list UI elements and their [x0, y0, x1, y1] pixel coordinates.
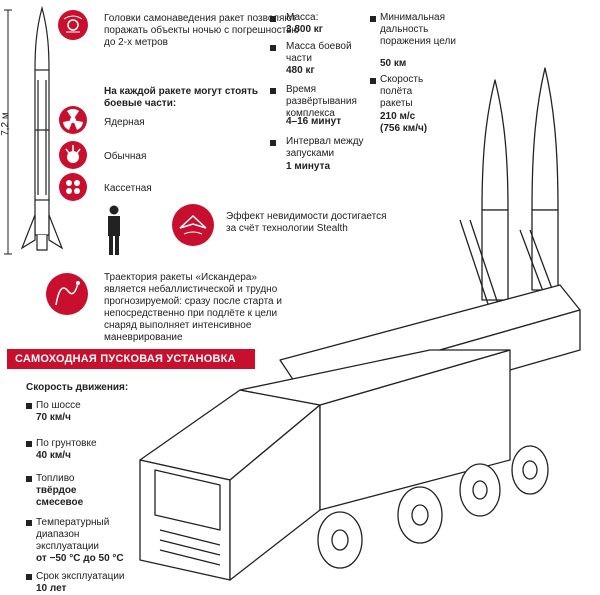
spec-mass-value: 3 800 кг — [286, 24, 323, 35]
spec-warhead-mass-value: 480 кг — [286, 65, 315, 76]
bullet — [370, 78, 376, 84]
bullet — [270, 88, 276, 94]
launcher-vehicle-illustration — [139, 67, 581, 581]
bullet — [270, 140, 276, 146]
bullet — [26, 403, 32, 409]
bullet — [270, 45, 276, 51]
length-dimension-line — [4, 9, 12, 255]
dirt-label: По грунтовке — [36, 438, 97, 449]
temp-value: от −50 °С до 50 °С — [36, 553, 124, 564]
spec-interval-label: Интервал между запусками — [286, 136, 364, 159]
spec-speed-label: Скорость полёта ракеты — [380, 74, 424, 109]
dirt-value: 40 км/ч — [36, 450, 71, 461]
spec-range-label: Минимальная дальность поражения цели — [380, 12, 456, 47]
warhead-label-conventional: Обычная — [104, 151, 147, 162]
guidance-text: Головки самонаведения ракет позволяют по… — [104, 13, 299, 48]
person-icon — [108, 205, 120, 255]
spec-deploy-label: Время развёртывания комплекса — [286, 84, 357, 119]
warheads-heading: На каждой ракете могут стоять боевые час… — [104, 86, 259, 109]
launcher-banner: САМОХОДНАЯ ПУСКОВАЯ УСТАНОВКА — [7, 349, 255, 369]
fuel-value: твёрдое смесевое — [36, 485, 84, 508]
service-label: Срок эксплуатации — [36, 571, 125, 582]
highway-value: 70 км/ч — [36, 412, 71, 423]
service-value: 10 лет — [36, 583, 67, 594]
spec-deploy-value: 4–16 минут — [286, 116, 342, 127]
bullet — [270, 16, 276, 22]
bullet — [370, 16, 376, 22]
bullet — [26, 520, 32, 526]
warhead-label-nuclear: Ядерная — [104, 117, 145, 128]
trajectory-text: Траектория ракеты «Искандера» является н… — [104, 272, 282, 343]
stealth-icon — [172, 204, 214, 246]
spec-speed-value-kmh: (756 км/ч) — [380, 123, 428, 134]
stealth-text: Эффект невидимости достигается за счёт т… — [226, 211, 387, 234]
explosion-icon — [59, 141, 87, 169]
spec-range-value: 50 км — [380, 58, 407, 69]
satellite-icon — [58, 10, 88, 40]
bullet — [26, 574, 32, 580]
bullet — [26, 441, 32, 447]
speed-heading: Скорость движения: — [26, 382, 129, 393]
fuel-label: Топливо — [36, 473, 75, 484]
spec-speed-value: 210 м/с — [380, 111, 416, 122]
bullet — [26, 476, 32, 482]
warhead-label-cluster: Кассетная — [104, 183, 152, 194]
trajectory-icon — [46, 273, 88, 315]
highway-label: По шоссе — [36, 400, 81, 411]
spec-mass-label: Масса: — [286, 12, 319, 23]
missile-illustration — [20, 5, 64, 251]
spec-interval-value: 1 минута — [286, 161, 331, 172]
spec-warhead-mass-label: Масса боевой части — [286, 41, 352, 64]
cluster-icon — [59, 173, 87, 201]
nuclear-icon — [59, 106, 87, 134]
temp-label: Температурный диапазон эксплуатации — [36, 517, 110, 552]
missile-length-label: 7,2 м — [0, 112, 11, 136]
